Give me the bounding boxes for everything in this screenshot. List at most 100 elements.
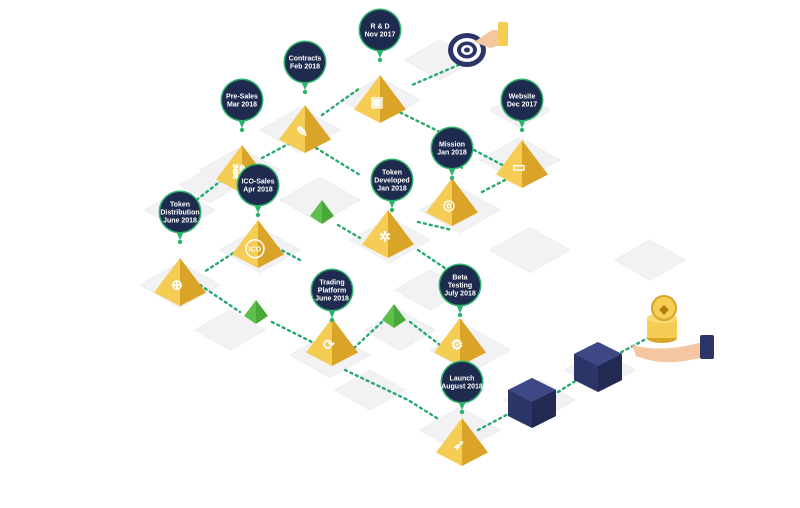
green-pyramid-icon (310, 200, 334, 224)
connector-green-trading (270, 320, 320, 347)
pyramid-tokendist: ⊕ (154, 258, 206, 306)
pyramid-trading: ⟳ (306, 318, 358, 366)
pin-label-line1: Mission (439, 142, 465, 149)
connector-trading-launch (343, 368, 442, 422)
connector-tokendev-green (336, 223, 362, 240)
pin-label-line2: August 2018 (441, 384, 483, 391)
gear-icon: ⚙ (451, 337, 464, 353)
network-icon: ✲ (379, 229, 391, 245)
connector-cube-coins (614, 336, 650, 357)
pyramid-contracts: ✎ (279, 105, 331, 153)
pin-label-line1: R & D (370, 24, 389, 31)
pin-label-line1: Trading (319, 280, 344, 287)
pin-label-line1: Website (509, 94, 536, 101)
pin-label-line2: Dec 2017 (507, 102, 537, 109)
green-pyramid-icon (382, 304, 406, 328)
connector-icosales-tokendist (202, 248, 240, 274)
connector-contracts-tokendev (314, 146, 362, 177)
connector-tokendist-green (198, 283, 242, 314)
connector-cube-cube (556, 376, 582, 394)
pyramid-website: ▭ (496, 140, 548, 188)
pin-label-line1: ICO-Sales (241, 179, 274, 186)
ico-coin-icon: ICO (249, 247, 262, 254)
green-pyramids (244, 200, 406, 328)
blockchain-cube-icon (574, 342, 622, 392)
pin-label-line2: Mar 2018 (227, 102, 257, 109)
pin-label-line1: Contracts (289, 56, 322, 63)
coins-hand-icon: ◆ (632, 295, 714, 363)
rocket-icon: ➶ (453, 437, 465, 453)
exchange-icon: ⟳ (323, 337, 335, 353)
iso-tile (488, 226, 572, 274)
target-icon: ◎ (443, 197, 455, 213)
connector-green-beta (408, 320, 442, 347)
pin-label-line2: Nov 2017 (365, 32, 396, 39)
pyramid-beta: ⚙ (434, 318, 486, 366)
pyramid-rd: ▣ (354, 75, 406, 123)
pin-label-line3: June 2018 (163, 218, 197, 225)
pin-label-line1: Token (382, 170, 402, 177)
connector-contracts-rd (320, 86, 362, 117)
pin-label-line1: Pre-Sales (226, 94, 258, 101)
connector-target-rd (410, 58, 472, 87)
blockchain-cube-icon (508, 378, 556, 428)
svg-text:◆: ◆ (658, 302, 669, 316)
pin-label-line1: Launch (450, 376, 475, 383)
pin-label-line2: Platform (318, 288, 346, 295)
pin-label-line2: Jan 2018 (437, 150, 467, 157)
iso-tile (333, 369, 407, 411)
green-pyramid-icon (244, 300, 268, 324)
pin-label-line2: Developed (374, 178, 409, 185)
iso-tile (193, 309, 267, 351)
research-box-icon: ▣ (370, 94, 383, 110)
pyramid-mission: ◎ (426, 178, 478, 226)
pin-label-line2: Testing (448, 283, 472, 290)
pyramid-tokendev: ✲ (362, 210, 414, 258)
pin-label-line3: July 2018 (444, 291, 476, 298)
pin-label-line2: Apr 2018 (243, 187, 273, 194)
pin-label-line2: Feb 2018 (290, 64, 320, 71)
connector-trading-green (352, 320, 384, 350)
iso-tile (613, 239, 687, 281)
connector-website-mission (472, 148, 510, 170)
pyramid-icosales: ICO (232, 220, 284, 268)
browser-icon: ▭ (512, 159, 525, 175)
pin-label-line1: Beta (452, 275, 467, 282)
pin-label-line1: Token (170, 202, 190, 209)
document-icon: ✎ (296, 124, 308, 140)
coin-outline (245, 239, 265, 259)
connector-presales-tokendist (188, 178, 224, 207)
pin-label-line3: June 2018 (315, 296, 349, 303)
pyramid-launch: ➶ (436, 418, 488, 466)
coin-hand-icon: ⊕ (171, 277, 183, 293)
target-hand-icon (448, 22, 508, 67)
connector-mission-website (480, 178, 507, 194)
pin-label-line3: Jan 2018 (377, 186, 407, 193)
connector-launch-cube (476, 410, 514, 432)
